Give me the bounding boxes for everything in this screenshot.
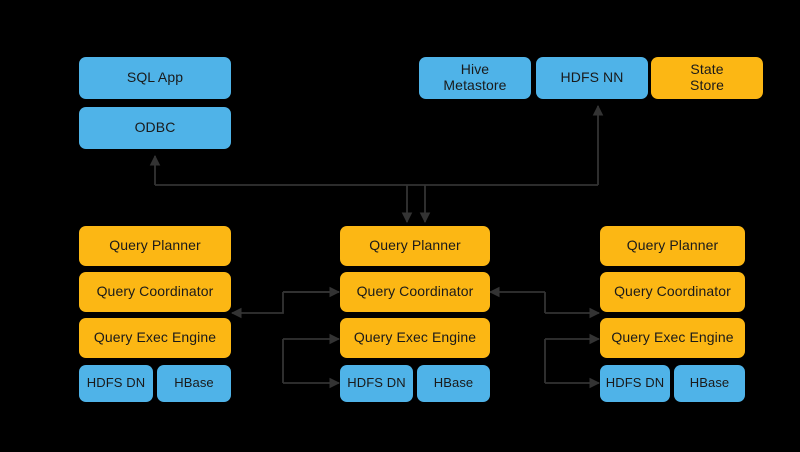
node-right-query-planner[interactable]: Query Planner [600,226,745,266]
node-right-hdfs-dn[interactable]: HDFS DN [600,365,670,402]
node-right-hbase-label: HBase [689,375,730,391]
node-right-hdfs-dn-label: HDFS DN [605,375,665,391]
node-left-query-coordinator-label: Query Coordinator [96,283,214,300]
node-left-query-planner-label: Query Planner [109,237,201,254]
hive-metastore-label: Hive Metastore [443,61,507,93]
hdfs-nn-box[interactable]: HDFS NN [536,57,648,99]
state-store-label: State Store [690,61,724,93]
node-left-hdfs-dn-label: HDFS DN [86,375,146,391]
node-right-query-exec-engine[interactable]: Query Exec Engine [600,318,745,358]
node-left-query-exec-engine[interactable]: Query Exec Engine [79,318,231,358]
node-center-hdfs-dn[interactable]: HDFS DN [340,365,413,402]
node-center-query-coordinator-label: Query Coordinator [356,283,474,300]
node-left-hbase-label: HBase [174,375,214,391]
node-right-query-coordinator[interactable]: Query Coordinator [600,272,745,312]
node-center-query-planner-label: Query Planner [369,237,461,254]
node-right-hbase[interactable]: HBase [674,365,745,402]
node-right-query-planner-label: Query Planner [626,237,719,254]
node-center-query-exec-engine-label: Query Exec Engine [353,329,477,346]
node-right-query-exec-engine-label: Query Exec Engine [611,329,734,346]
hive-metastore-box[interactable]: Hive Metastore [419,57,531,99]
node-left-query-exec-engine-label: Query Exec Engine [93,329,217,346]
node-center-query-coordinator[interactable]: Query Coordinator [340,272,490,312]
hdfs-nn-label: HDFS NN [560,69,624,86]
sql-app-label: SQL App [126,69,184,86]
connector-center-to-left-coordinator [230,292,284,319]
node-right-query-coordinator-label: Query Coordinator [614,283,731,300]
odbc-box[interactable]: ODBC [79,107,231,149]
odbc-label: ODBC [134,119,176,136]
node-center-hdfs-dn-label: HDFS DN [347,375,406,391]
node-left-query-planner[interactable]: Query Planner [79,226,231,266]
node-center-query-exec-engine[interactable]: Query Exec Engine [340,318,490,358]
node-center-hbase[interactable]: HBase [417,365,490,402]
node-left-query-coordinator[interactable]: Query Coordinator [79,272,231,312]
state-store-box[interactable]: State Store [651,57,763,99]
sql-app-box[interactable]: SQL App [79,57,231,99]
node-center-query-planner[interactable]: Query Planner [340,226,490,266]
node-center-hbase-label: HBase [433,375,474,391]
node-left-hbase[interactable]: HBase [157,365,231,402]
node-left-hdfs-dn[interactable]: HDFS DN [79,365,153,402]
